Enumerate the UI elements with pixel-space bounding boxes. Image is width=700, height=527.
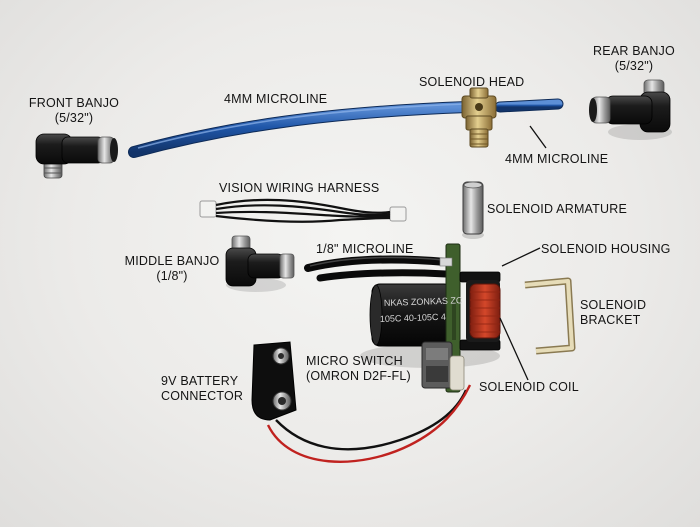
rear-banjo-fitting: [589, 79, 672, 140]
label-front-banjo-line-1: FRONT BANJO: [28, 96, 120, 110]
label-solenoid-bracket-line-2: BRACKET: [580, 313, 641, 327]
battery-connector-part: [251, 341, 472, 463]
label-eighth-microline: 1/8" MICROLINE: [316, 242, 414, 256]
front-banjo-fitting: [35, 133, 118, 179]
label-rear-banjo-line-1: REAR BANJO: [593, 44, 675, 58]
microline-4mm-short: [494, 98, 564, 113]
capacitor-print-line-2: 105C 40-105C 4: [380, 312, 446, 324]
label-rear-banjo: REAR BANJO (5/32"): [593, 44, 675, 74]
label-solenoid-head: SOLENOID HEAD: [419, 75, 525, 89]
label-middle-banjo-line-2: (1/8"): [156, 269, 188, 283]
label-battery-connector-line-2: CONNECTOR: [161, 389, 244, 403]
label-solenoid-coil: SOLENOID COIL: [479, 380, 579, 394]
label-middle-banjo: MIDDLE BANJO (1/8"): [125, 254, 220, 284]
label-solenoid-armature: SOLENOID ARMATURE: [487, 202, 627, 216]
capacitor-print-line-1: NKAS ZONKAS ZC: [384, 295, 463, 308]
label-micro-switch-line-2: (OMRON D2F-FL): [306, 369, 411, 383]
label-micro-switch-line-1: MICRO SWITCH: [306, 354, 403, 368]
label-middle-banjo-line-1: MIDDLE BANJO: [124, 254, 220, 268]
solenoid-head-part: [461, 87, 497, 148]
solenoid-assembly: [360, 243, 501, 393]
label-solenoid-bracket: SOLENOID BRACKET: [580, 298, 646, 328]
label-vision-wiring-harness: VISION WIRING HARNESS: [219, 181, 380, 195]
label-4mm-microline-right: 4MM MICROLINE: [505, 152, 609, 166]
label-4mm-microline-top: 4MM MICROLINE: [224, 92, 328, 106]
solenoid-armature-part: [462, 181, 484, 239]
vision-wiring-harness: [199, 198, 407, 223]
label-solenoid-housing: SOLENOID HOUSING: [541, 242, 671, 256]
label-battery-connector-line-1: 9V BATTERY: [161, 374, 239, 388]
solenoid-bracket-part: [524, 277, 576, 355]
label-front-banjo-line-2: (5/32"): [54, 111, 94, 125]
label-front-banjo: FRONT BANJO (5/32"): [29, 96, 119, 126]
microline-eighth-inch: [304, 255, 450, 282]
label-rear-banjo-line-2: (5/32"): [614, 59, 654, 73]
microline-4mm-long: [128, 101, 474, 158]
label-micro-switch: MICRO SWITCH (OMRON D2F-FL): [306, 354, 411, 384]
label-solenoid-bracket-line-1: SOLENOID: [580, 298, 647, 312]
label-battery-connector: 9V BATTERY CONNECTOR: [161, 374, 243, 404]
leader-lines: [499, 125, 547, 381]
middle-banjo-fitting: [225, 235, 295, 292]
